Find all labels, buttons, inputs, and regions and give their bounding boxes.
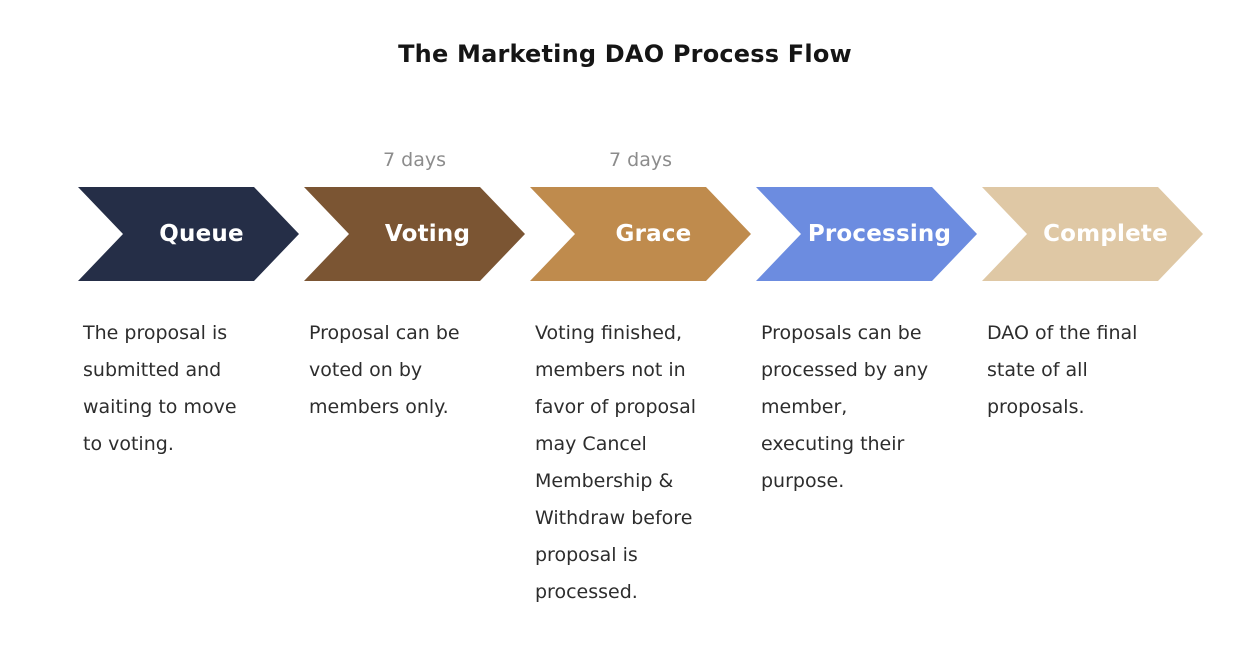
description-line: proposal is: [535, 544, 638, 566]
stage-description-queue: The proposal is submitted and waiting to…: [78, 315, 299, 611]
stage-description-processing: Proposals can be processed by any member…: [756, 315, 977, 611]
duration-label-complete: [982, 149, 1203, 187]
description-line: executing their: [761, 433, 905, 455]
description-line: members only.: [309, 396, 449, 418]
stage-arrow-queue: Queue: [78, 187, 299, 281]
description-line: favor of proposal: [535, 396, 696, 418]
stage-label-voting: Voting: [384, 221, 471, 247]
stage-descriptions-row: The proposal is submitted and waiting to…: [78, 315, 1203, 611]
stage-description-voting: Proposal can be voted on by members only…: [304, 315, 525, 611]
description-line: submitted and: [83, 359, 222, 381]
description-line: Withdraw before: [535, 507, 693, 529]
stage-label-processing: Processing: [807, 221, 952, 247]
flow-chart: 7 days 7 days Queue Voting Grace Process…: [78, 149, 1203, 611]
description-line: waiting to move: [83, 396, 237, 418]
stage-label-complete: Complete: [1043, 221, 1168, 247]
description-line: to voting.: [83, 433, 174, 455]
stage-label-queue: Queue: [159, 221, 244, 247]
stage-description-complete: DAO of the final state of all proposals.: [982, 315, 1203, 611]
stage-arrows-row: Queue Voting Grace Processing Complete: [78, 187, 1203, 281]
description-line: state of all: [987, 359, 1088, 381]
description-line: DAO of the final: [987, 322, 1138, 344]
stage-description-grace: Voting finished, members not in favor of…: [530, 315, 751, 611]
description-line: processed by any: [761, 359, 929, 381]
stage-arrow-grace: Grace: [530, 187, 751, 281]
duration-label-grace: 7 days: [609, 149, 672, 171]
description-line: voted on by: [309, 359, 423, 381]
description-line: processed.: [535, 581, 638, 603]
description-line: may Cancel: [535, 433, 647, 455]
description-line: The proposal is: [83, 322, 228, 344]
stage-arrow-voting: Voting: [304, 187, 525, 281]
stage-arrow-complete: Complete: [982, 187, 1203, 281]
description-line: Proposals can be: [761, 322, 922, 344]
description-line: member,: [761, 396, 848, 418]
description-line: Membership &: [535, 470, 674, 492]
description-line: Proposal can be: [309, 322, 460, 344]
description-line: purpose.: [761, 470, 845, 492]
stage-arrow-processing: Processing: [756, 187, 977, 281]
description-line: proposals.: [987, 396, 1085, 418]
duration-label-processing: [756, 149, 977, 187]
description-line: Voting finished,: [535, 322, 683, 344]
stage-label-grace: Grace: [615, 221, 692, 247]
page-title: The Marketing DAO Process Flow: [398, 40, 852, 68]
duration-label-voting: 7 days: [383, 149, 446, 171]
duration-label-queue: [78, 149, 299, 187]
description-line: members not in: [535, 359, 686, 381]
duration-labels-row: 7 days 7 days: [78, 149, 1203, 187]
